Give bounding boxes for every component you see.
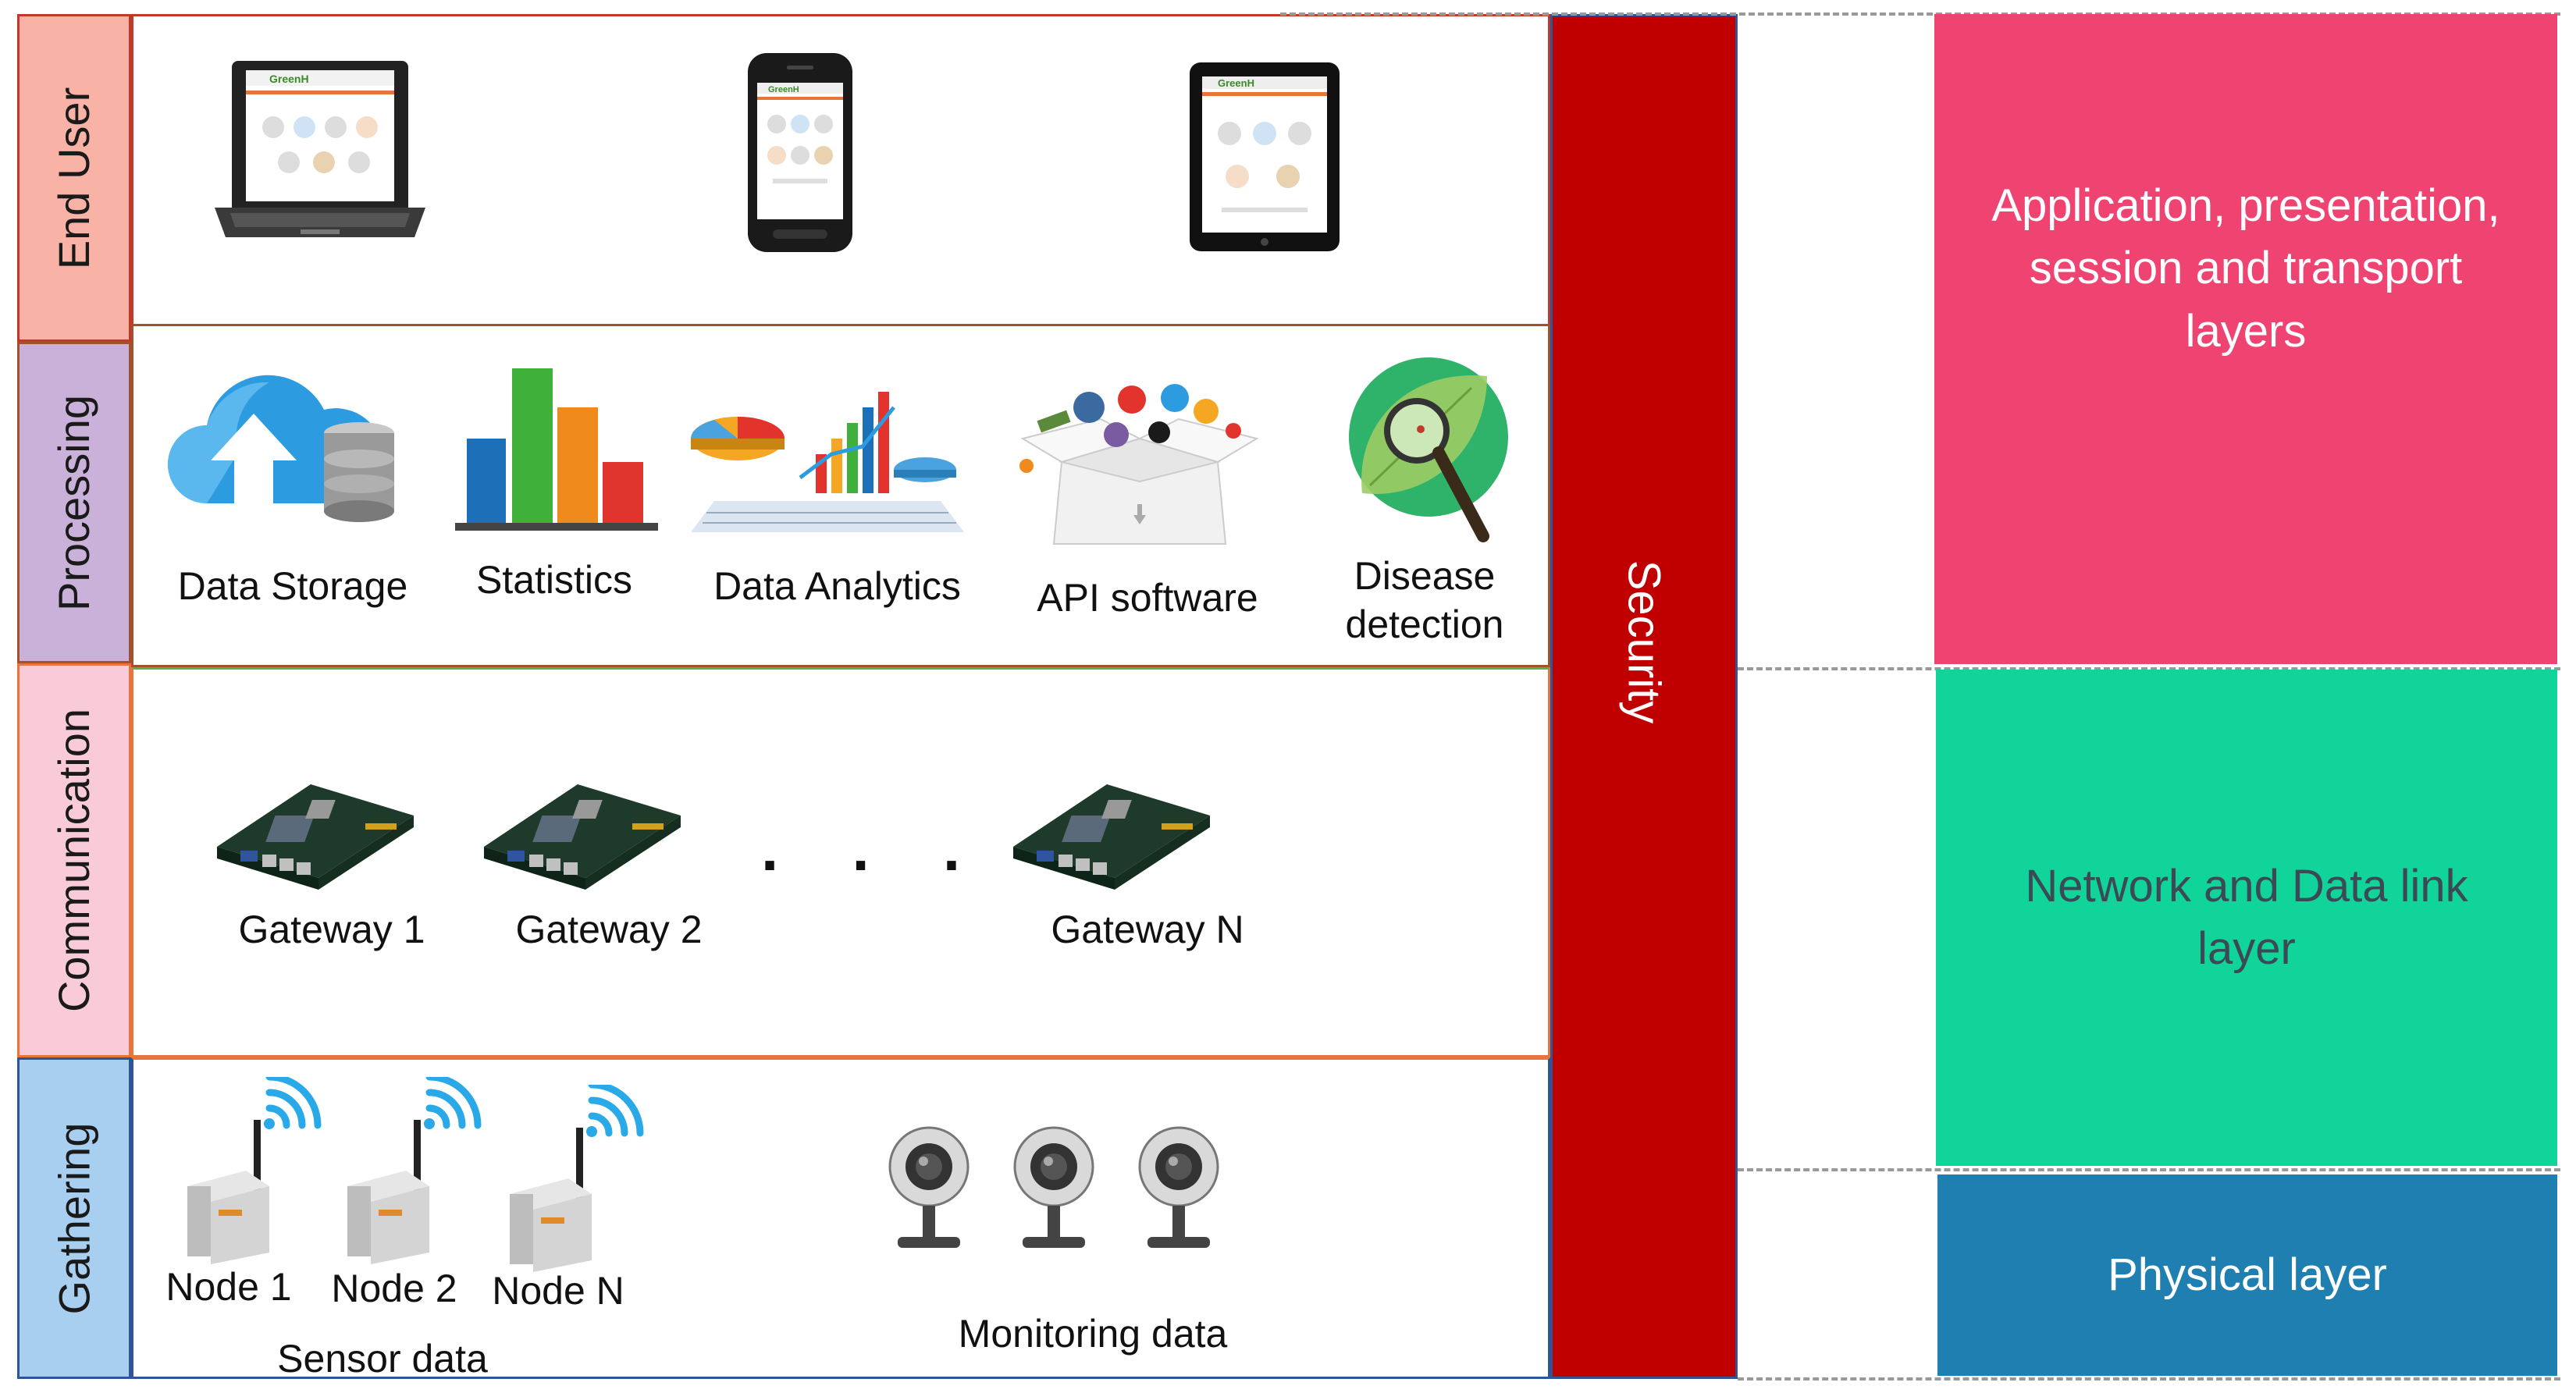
tablet-icon: GreenH — [1190, 62, 1340, 251]
end-user-label-box: End User — [17, 14, 131, 342]
communication-label-box: Communication — [17, 663, 131, 1057]
gateway-label: Gateway 2 — [515, 908, 703, 951]
communication-panel — [131, 667, 1550, 1057]
gateway-board-icon — [484, 784, 681, 890]
processing-item-disease-detection: Disease detection — [1319, 552, 1530, 649]
gathering-label-box: Gathering — [17, 1057, 131, 1379]
svg-text:GreenH: GreenH — [1218, 77, 1254, 89]
monitoring-data-caption: Monitoring data — [958, 1312, 1228, 1356]
bar-chart-icon — [455, 368, 658, 531]
osi-application-label: Application, presentation, session and t… — [1991, 180, 2500, 357]
gateway-label: Gateway 1 — [238, 908, 425, 951]
svg-text:GreenH: GreenH — [768, 85, 799, 94]
gathering-label: Gathering — [49, 1122, 99, 1314]
divider-line — [1738, 1377, 2560, 1381]
magnifier-leaf-icon — [1349, 357, 1508, 542]
security-bar: Security — [1550, 14, 1738, 1379]
divider-line — [1738, 1168, 2560, 1171]
gateway-label: Gateway N — [1051, 908, 1244, 951]
webcam-icon — [888, 1126, 970, 1248]
osi-application-layer: Application, presentation, session and t… — [1934, 14, 2557, 664]
gateway-board-icon — [217, 784, 414, 890]
laptop-icon: GreenH — [215, 61, 425, 237]
sensor-node-icon — [187, 1077, 322, 1264]
processing-item-api-software: API software — [1037, 576, 1258, 620]
osi-network-layer: Network and Data link layer — [1936, 670, 2557, 1166]
processing-label: Processing — [49, 394, 99, 611]
gateway-board-icon — [1013, 784, 1210, 890]
divider-line — [1738, 667, 2560, 670]
api-box-icon — [1019, 384, 1259, 545]
processing-label-box: Processing — [17, 342, 131, 663]
sensor-node-icon — [347, 1077, 482, 1264]
processing-item-statistics: Statistics — [475, 558, 633, 602]
gateway-ellipsis: . . . — [761, 814, 989, 883]
smartphone-icon: GreenH — [748, 53, 852, 252]
osi-physical-label: Physical layer — [2108, 1249, 2387, 1300]
divider-line — [1280, 12, 2560, 16]
osi-network-label: Network and Data link layer — [2025, 860, 2468, 974]
osi-physical-layer: Physical layer — [1937, 1174, 2557, 1376]
node-label: Node 2 — [331, 1267, 457, 1310]
sensor-data-caption: Sensor data — [277, 1337, 488, 1381]
webcam-icon — [1138, 1126, 1219, 1248]
wifi-icon — [586, 1085, 644, 1137]
node-label: Node 1 — [165, 1265, 292, 1309]
sensor-node-icon — [510, 1085, 644, 1272]
wifi-icon — [424, 1077, 482, 1129]
processing-item-data-storage: Data Storage — [177, 564, 408, 608]
disease-detection-text: Disease detection — [1345, 554, 1504, 646]
webcam-icon — [1013, 1126, 1094, 1248]
wifi-icon — [264, 1077, 322, 1129]
cloud-storage-icon — [168, 375, 394, 522]
svg-text:GreenH: GreenH — [269, 73, 309, 85]
node-label: Node N — [492, 1269, 624, 1313]
end-user-label: End User — [49, 87, 99, 269]
processing-item-data-analytics: Data Analytics — [713, 564, 961, 608]
communication-label: Communication — [49, 708, 99, 1013]
security-label: Security — [1618, 560, 1670, 724]
analytics-icon — [691, 392, 964, 532]
